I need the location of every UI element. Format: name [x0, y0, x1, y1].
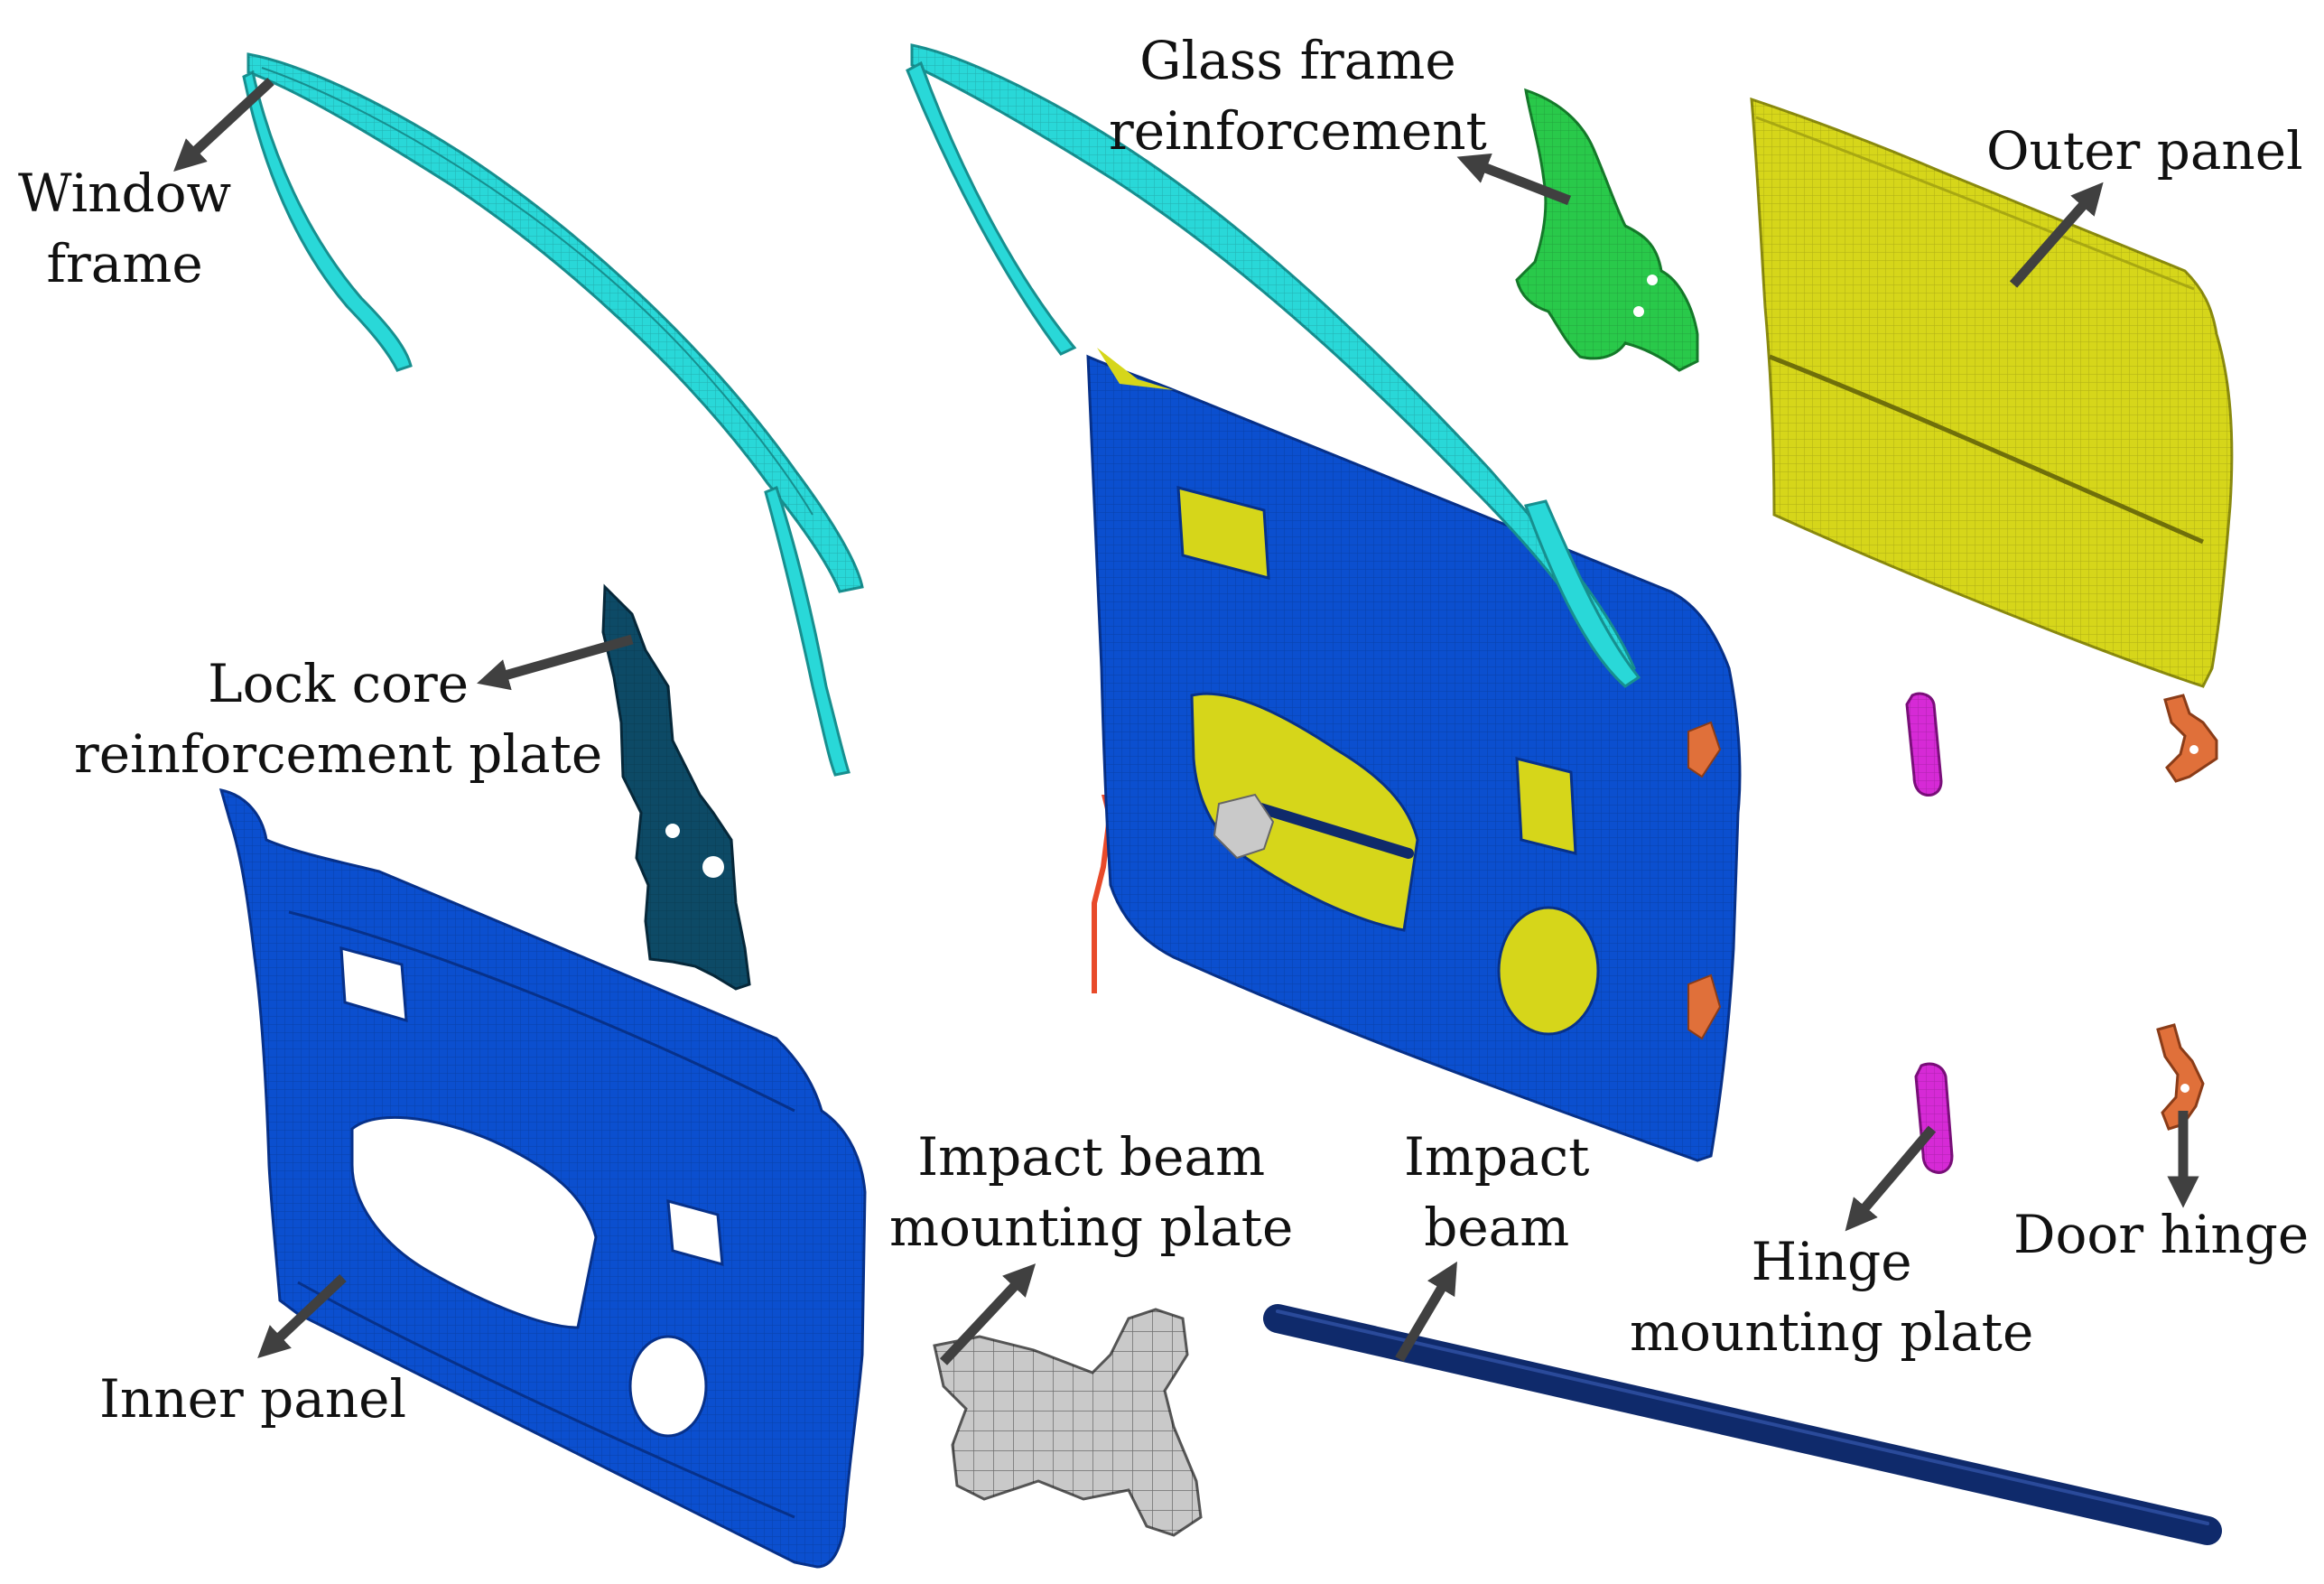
label-glass-frame-reinforcement: Glass frame reinforcement [1109, 30, 1487, 162]
window-frame-part [242, 52, 864, 777]
label-lock-core-reinforcement-plate: Lock core reinforcement plate [74, 653, 603, 785]
label-impact-beam-mounting-plate: Impact beam mounting plate [889, 1126, 1294, 1258]
arrow-window-frame [173, 77, 274, 172]
arrow-lock-core-reinforcement-plate [477, 634, 634, 691]
glass-frame-reinforcement-part [1515, 88, 1699, 372]
assembled-door [906, 43, 1742, 1162]
impact-beam-mounting-plate-part [933, 1308, 1203, 1537]
arrow-hinge-mounting-plate [1845, 1125, 1937, 1232]
label-outer-panel: Outer panel [1986, 120, 2303, 182]
label-impact-beam: Impact beam [1404, 1126, 1590, 1258]
hinge-mounting-plate-lower [1914, 1062, 1954, 1174]
door-hinge-upper [2163, 694, 2218, 783]
arrow-impact-beam [1395, 1261, 1457, 1362]
hinge-mounting-plate-upper [1905, 692, 1943, 797]
arrow-outer-panel [2009, 182, 2104, 288]
arrow-glass-frame-reinforcement [1456, 153, 1571, 206]
label-window-frame: Window frame [18, 163, 232, 294]
lock-core-reinforcement-plate-part [601, 583, 751, 991]
label-inner-panel: Inner panel [99, 1368, 407, 1430]
arrow-inner-panel [257, 1273, 347, 1359]
label-door-hinge: Door hinge [2013, 1204, 2310, 1265]
outer-panel-part [1750, 97, 2234, 688]
callout-arrows [173, 77, 2199, 1365]
label-hinge-mounting-plate: Hinge mounting plate [1630, 1231, 2034, 1363]
inner-panel-part [218, 788, 867, 1569]
impact-beam-part [1263, 1304, 2222, 1545]
arrow-impact-beam-mounting-plate [939, 1263, 1037, 1365]
